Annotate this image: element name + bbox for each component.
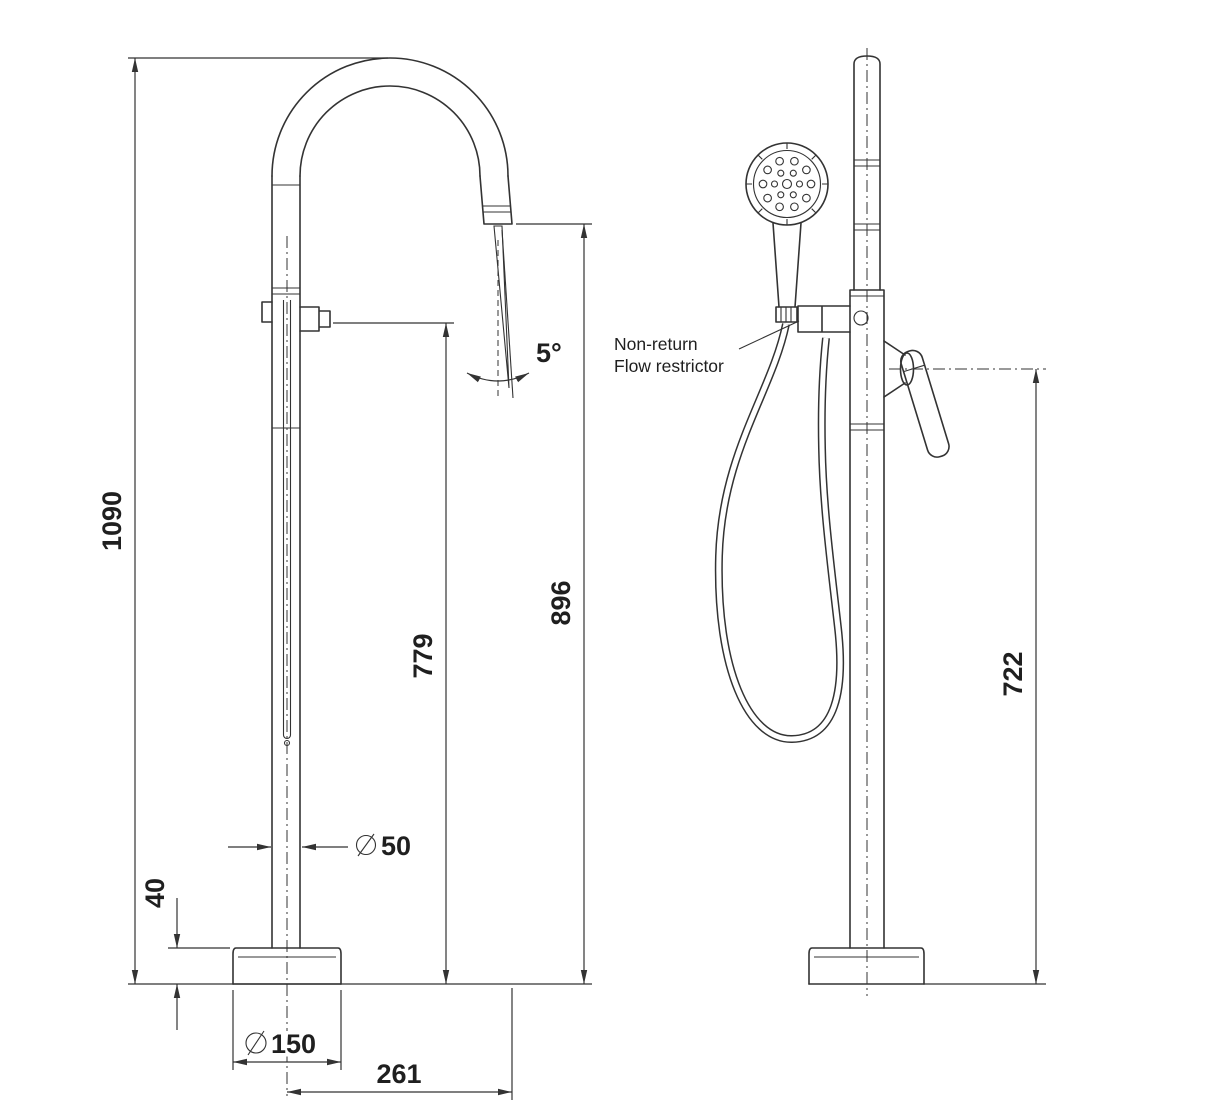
- callout-line1: Non-return: [614, 334, 698, 354]
- downspout: [479, 175, 513, 225]
- dimension-spout-angle: 5°: [466, 229, 562, 399]
- front-view: [714, 48, 1046, 996]
- dim-mixer-height-label: 722: [998, 651, 1028, 696]
- mixer-cone: [883, 340, 906, 398]
- hand-shower-grip: [772, 222, 802, 308]
- head-radial-ticks: [746, 143, 828, 225]
- dim-base-thickness-label: 40: [140, 878, 170, 908]
- water-stream: [493, 225, 510, 389]
- hand-shower: [745, 142, 829, 323]
- body-column: [849, 289, 885, 949]
- dimension-spout-reach: 261: [287, 988, 513, 1100]
- body-button-detail: [853, 310, 869, 326]
- shower-hose: [714, 323, 845, 744]
- non-return-callout: Non-return Flow restrictor: [614, 320, 800, 376]
- holder-bracket-front: [797, 305, 851, 333]
- spray-nozzles: [758, 156, 816, 212]
- dim-spout-reach-label: 261: [376, 1059, 421, 1089]
- side-view-dimensions: 1090 896 779 40 50: [97, 57, 592, 1100]
- mixer-handle-assembly: [883, 340, 950, 458]
- callout-leader-line: [738, 320, 800, 350]
- diverter-knob: [299, 306, 331, 332]
- dim-base-diameter-label: 150: [271, 1029, 316, 1059]
- angle-arc: [466, 372, 530, 383]
- dimension-base-thickness: 40: [140, 878, 230, 1030]
- dimension-mixer-handle-height: 722: [889, 368, 1046, 984]
- body-joint-lines: [850, 295, 884, 431]
- dimension-overall-height: 1090: [97, 57, 388, 984]
- dimension-base-diameter: 150: [232, 990, 342, 1070]
- column-joint-lines: [272, 184, 300, 429]
- dim-column-diameter-label: 50: [381, 831, 411, 861]
- internal-tube: [282, 300, 292, 740]
- extension-lines: [232, 990, 342, 1070]
- base-front: [808, 947, 925, 985]
- angled-reference-line: [501, 229, 514, 399]
- dim-spout-height-label: 896: [546, 580, 576, 625]
- dim-overall-height-label: 1090: [97, 491, 127, 551]
- mixer-lever: [899, 349, 950, 458]
- side-view: [128, 57, 592, 1096]
- hand-shower-face-rim: [752, 149, 822, 219]
- dimension-hand-shower-outlet-height: 779: [333, 322, 454, 984]
- dimension-column-diameter: 50: [228, 831, 411, 861]
- base-side: [232, 947, 342, 985]
- dim-outlet-height-label: 779: [408, 633, 438, 678]
- spout-aerator-lines: [483, 205, 511, 213]
- dim-spout-angle-label: 5°: [536, 338, 562, 368]
- riser-rod: [853, 55, 881, 291]
- diameter-symbol: [355, 833, 377, 857]
- gooseneck-inner-arc: [299, 85, 481, 177]
- diameter-symbol: [245, 1030, 267, 1056]
- callout-line2: Flow restrictor: [614, 356, 724, 376]
- front-view-dimensions: 722 Non-return Flow restrictor: [614, 320, 1046, 984]
- hose-nut-knurling: [780, 307, 792, 322]
- gooseneck-outer-arc: [271, 57, 509, 177]
- riser-joint-lines: [854, 159, 880, 231]
- dimension-spout-outlet-height: 896: [516, 223, 592, 984]
- holder-bracket-side: [261, 301, 273, 323]
